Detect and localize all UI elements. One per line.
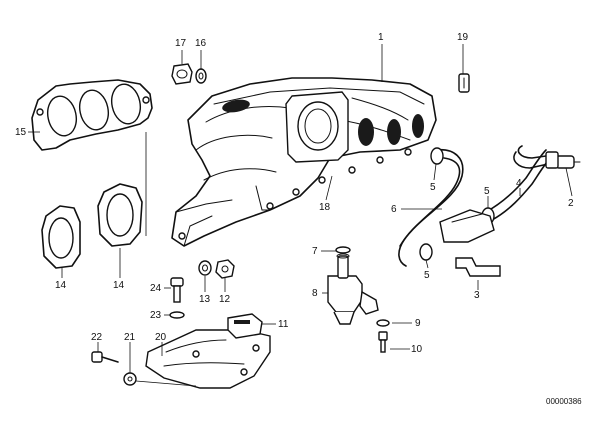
callout-10: 10 [411, 344, 423, 355]
callout-11: 11 [278, 319, 289, 330]
leader-lines [28, 44, 573, 387]
gasket-15 [31, 79, 153, 151]
hose-clamp-5c [419, 243, 433, 261]
callout-3: 3 [474, 290, 480, 301]
gasket-14-right [97, 183, 143, 247]
hose-6 [398, 149, 464, 267]
o-ring-7 [335, 246, 351, 254]
bracket-3 [455, 257, 501, 277]
hose-clamp-5a [430, 147, 444, 165]
nut-17 [171, 63, 193, 85]
callout-18: 18 [319, 202, 331, 213]
callout-19: 19 [457, 32, 469, 43]
gasket-14-left [41, 205, 81, 269]
callout-17: 17 [175, 38, 187, 49]
o-ring-9 [376, 319, 390, 327]
intake-manifold-1 [171, 77, 437, 247]
bolt-24 [170, 277, 184, 303]
heat-shield-20 [145, 329, 271, 389]
valve-8 [327, 253, 379, 325]
callout-7: 7 [312, 246, 318, 257]
callout-5c: 5 [424, 270, 430, 281]
callout-14a: 14 [55, 280, 67, 291]
nut-12 [215, 259, 235, 279]
screw-22 [91, 351, 119, 363]
callout-6: 6 [391, 204, 397, 215]
callout-4: 4 [516, 178, 522, 189]
nut-13 [198, 260, 212, 276]
callout-5b: 5 [484, 186, 490, 197]
drawing-number: 00000386 [546, 397, 582, 406]
callout-2: 2 [568, 198, 574, 209]
callout-16: 16 [195, 38, 207, 49]
idle-valve [439, 209, 495, 243]
callout-23: 23 [150, 310, 162, 321]
callout-21: 21 [124, 332, 136, 343]
callout-20: 20 [155, 332, 167, 343]
callout-12: 12 [219, 294, 231, 305]
callout-9: 9 [415, 318, 421, 329]
callout-14b: 14 [113, 280, 125, 291]
callout-13: 13 [199, 294, 211, 305]
washer-16 [195, 68, 207, 84]
callout-22: 22 [91, 332, 103, 343]
bolt-10 [378, 331, 388, 353]
washer-21 [123, 372, 137, 386]
callout-15: 15 [15, 127, 27, 138]
sensor-2 [545, 151, 581, 169]
callout-1: 1 [378, 32, 384, 43]
callout-5a: 5 [430, 182, 436, 193]
callout-24: 24 [150, 283, 162, 294]
relay-11 [227, 313, 263, 339]
callout-labels: 1 17 16 19 15 14 14 18 5 5 5 4 2 6 3 7 8… [15, 32, 582, 406]
clip-19 [458, 73, 470, 93]
washer-23 [169, 311, 185, 319]
callout-8: 8 [312, 288, 318, 299]
